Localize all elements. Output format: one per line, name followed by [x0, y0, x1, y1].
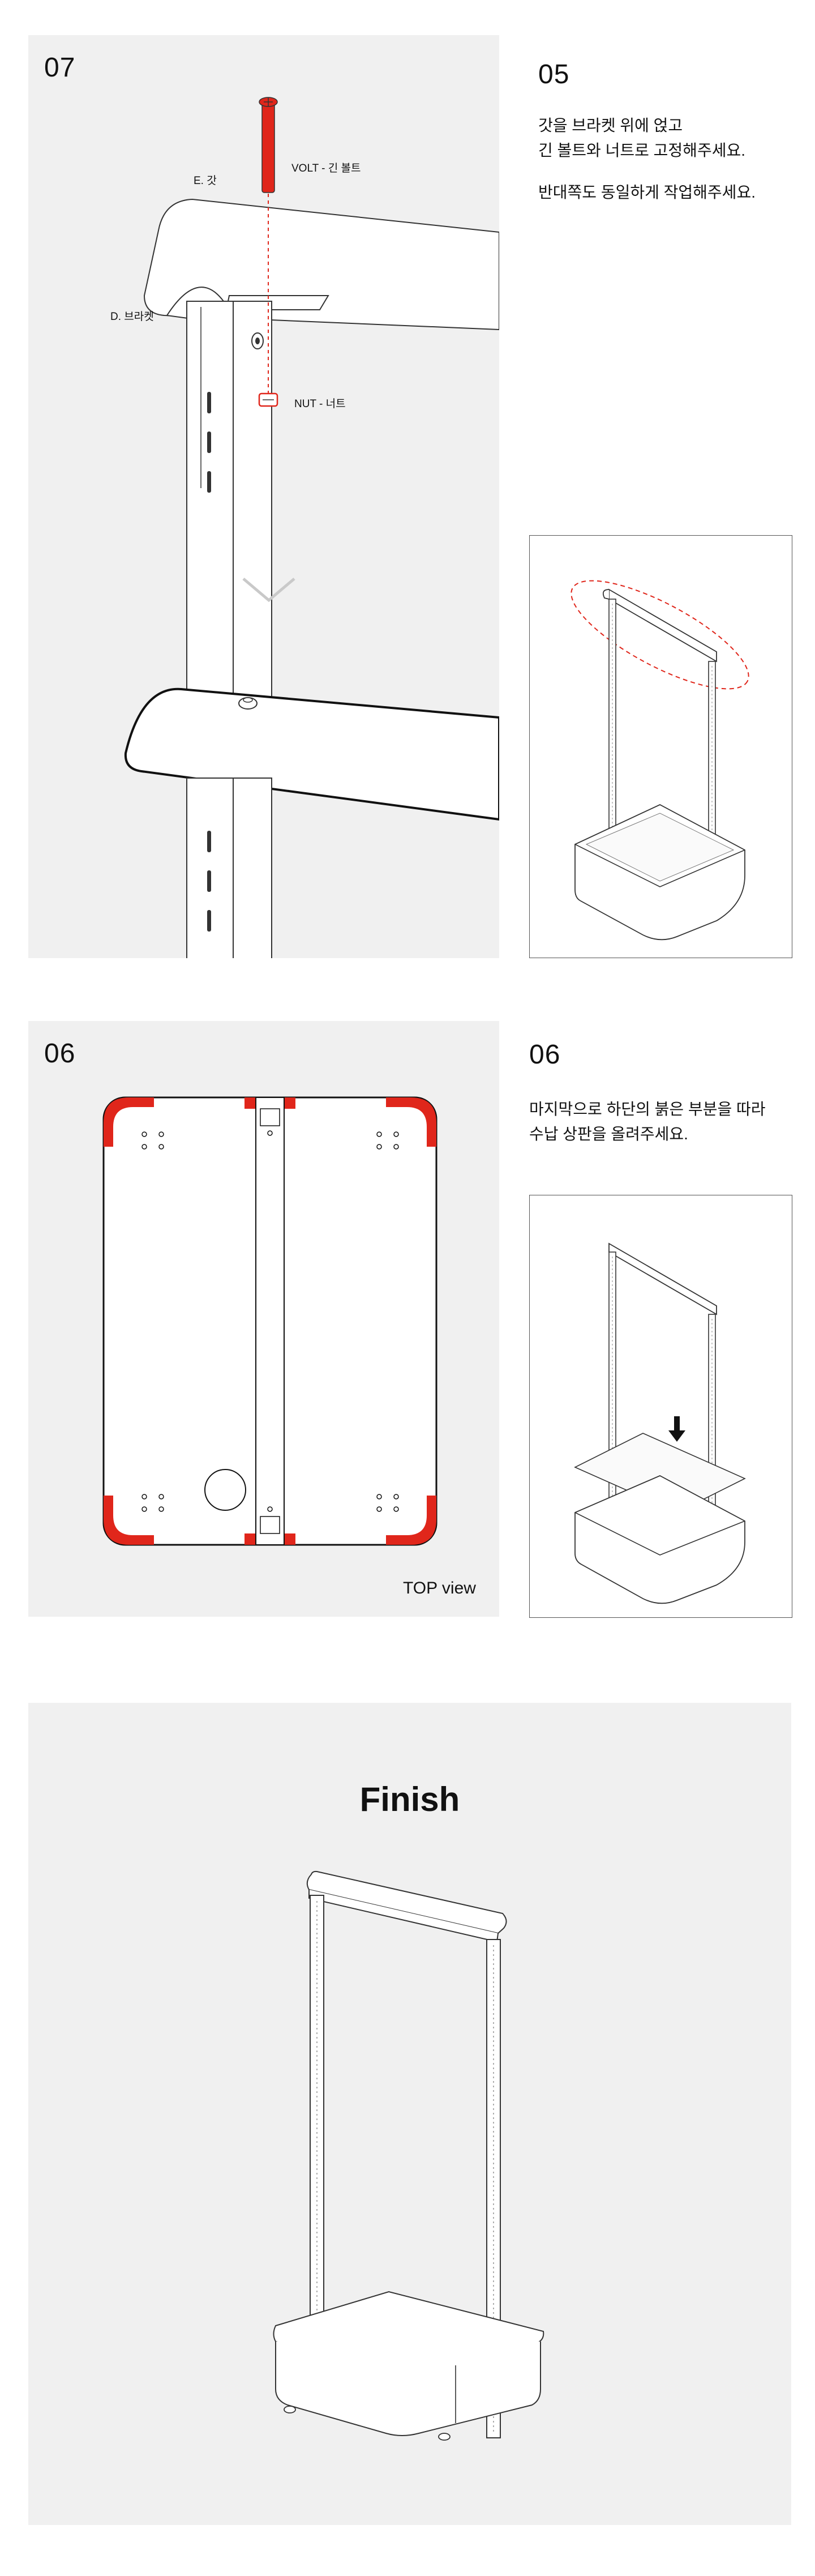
step-06-panel: 06 TOP view — [28, 1021, 499, 1617]
step-06-overview-box — [529, 1195, 792, 1618]
step-05-number: 05 — [538, 59, 570, 89]
cap-label: E. 갓 — [194, 175, 217, 187]
step-07-panel: 07 — [28, 35, 499, 958]
bracket-label: D. 브라켓 — [110, 311, 154, 323]
cap-installed-overview-illustration — [570, 580, 749, 941]
top-view-illustration — [102, 1096, 437, 1546]
bolt-assembly-illustration — [124, 97, 499, 958]
step-07-number: 07 — [44, 53, 76, 83]
top-view-label: TOP view — [403, 1579, 476, 1597]
step-06-description: 마지막으로 하단의 붉은 부분을 따라 수납 상판을 올려주세요. — [529, 1100, 766, 1143]
step-06-number-left: 06 — [44, 1039, 76, 1069]
step-05-overview-box — [529, 535, 792, 958]
step-06-number-right: 06 — [529, 1040, 561, 1070]
finished-stand-illustration — [273, 1870, 544, 2441]
finish-title: Finish — [359, 1780, 460, 1818]
nut-label: NUT - 너트 — [294, 398, 346, 410]
finish-panel: Finish — [28, 1703, 791, 2525]
step-05-description: 갓을 브라켓 위에 얹고 긴 볼트와 너트로 고정해주세요. 반대쪽도 동일하게… — [538, 117, 756, 201]
shelf-install-illustration — [574, 1242, 746, 1604]
bolt-label: VOLT - 긴 볼트 — [291, 163, 361, 174]
